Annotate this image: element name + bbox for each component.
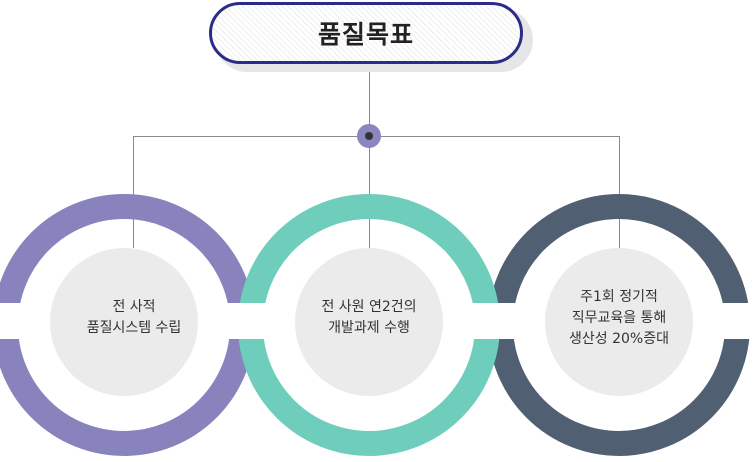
goal-2-line-2: 개발과제 수행 bbox=[328, 320, 410, 336]
goal-1-text: 전 사적 품질시스템 수립 bbox=[39, 297, 229, 339]
goal-2-line-1: 전 사원 연2건의 bbox=[321, 299, 417, 315]
title-box: 품질목표 bbox=[209, 2, 533, 72]
goal-1-line-2: 품질시스템 수립 bbox=[86, 320, 182, 336]
goal-disc-1 bbox=[50, 248, 198, 396]
goal-disc-3 bbox=[545, 248, 693, 396]
goal-2-text: 전 사원 연2건의 개발과제 수행 bbox=[274, 297, 464, 339]
goal-3-line-3: 생산성 20%증대 bbox=[569, 331, 669, 347]
diagram-title: 품질목표 bbox=[317, 20, 414, 49]
goal-3-text: 주1회 정기적 직무교육을 통해 생산성 20%증대 bbox=[524, 287, 714, 350]
goal-1-line-1: 전 사적 bbox=[112, 299, 156, 315]
title-pill: 품질목표 bbox=[209, 2, 523, 64]
hub-node bbox=[357, 124, 381, 148]
goal-3-line-2: 직무교육을 통해 bbox=[571, 310, 667, 326]
goal-disc-2 bbox=[295, 248, 443, 396]
goal-3-line-1: 주1회 정기적 bbox=[580, 289, 658, 305]
